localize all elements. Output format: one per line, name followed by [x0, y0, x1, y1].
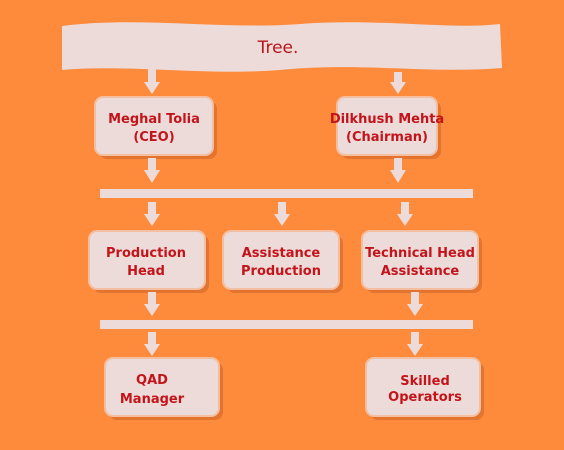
node-skilled-operators-box — [365, 357, 481, 417]
node-production-head: Production Head — [88, 230, 209, 293]
node-qad-manager-line1: QAD — [136, 373, 168, 388]
node-skilled-operators-line1: Skilled — [400, 374, 450, 389]
connector-bar-bottom — [100, 320, 473, 329]
node-chairman: Dilkhush Mehta (Chairman) — [330, 96, 444, 159]
node-production-head-line1: Production — [106, 246, 186, 261]
node-assistance-production: Assistance Production — [222, 230, 343, 293]
arrow-chairman-to-bar — [390, 158, 406, 183]
arrow-banner-to-chairman — [390, 72, 406, 94]
node-ceo-line2: (CEO) — [133, 130, 174, 145]
node-ceo-line1: Meghal Tolia — [108, 112, 200, 127]
arrow-production-head-to-bar — [144, 292, 160, 316]
node-chairman-box — [336, 96, 438, 156]
arrow-bar-to-qad-manager — [144, 332, 160, 356]
arrow-banner-to-ceo — [144, 68, 160, 94]
node-skilled-operators: Skilled Operators — [365, 357, 484, 420]
arrow-bar-to-assistance-production — [274, 202, 290, 226]
banner-shape — [62, 22, 502, 72]
node-technical-head-assistance: Technical Head Assistance — [361, 230, 482, 293]
node-ceo: Meghal Tolia (CEO) — [94, 96, 217, 159]
arrow-ceo-to-bar — [144, 158, 160, 183]
node-technical-head-assistance-box — [361, 230, 479, 290]
node-assistance-production-line2: Production — [241, 264, 321, 279]
node-chairman-line1: Dilkhush Mehta — [330, 112, 444, 127]
arrow-bar-to-skilled-operators — [407, 332, 423, 356]
arrow-technical-head-to-bar — [407, 292, 423, 316]
banner: Tree. — [62, 22, 502, 72]
node-assistance-production-line1: Assistance — [242, 246, 321, 261]
node-assistance-production-box — [222, 230, 340, 290]
connector-bar-top — [100, 189, 473, 198]
node-qad-manager-box — [104, 357, 220, 417]
node-chairman-line2: (Chairman) — [346, 130, 428, 145]
node-qad-manager: QAD Manager — [104, 357, 223, 420]
node-production-head-line2: Head — [127, 264, 165, 279]
node-technical-head-assistance-line2: Assistance — [381, 264, 460, 279]
node-skilled-operators-line2: Operators — [388, 390, 462, 405]
node-ceo-box — [94, 96, 214, 156]
arrow-bar-to-production-head — [144, 202, 160, 226]
arrow-bar-to-technical-head — [397, 202, 413, 226]
node-technical-head-assistance-line1: Technical Head — [365, 246, 475, 261]
node-qad-manager-line2: Manager — [120, 392, 185, 407]
node-production-head-box — [88, 230, 206, 290]
banner-title: Tree. — [257, 38, 299, 58]
